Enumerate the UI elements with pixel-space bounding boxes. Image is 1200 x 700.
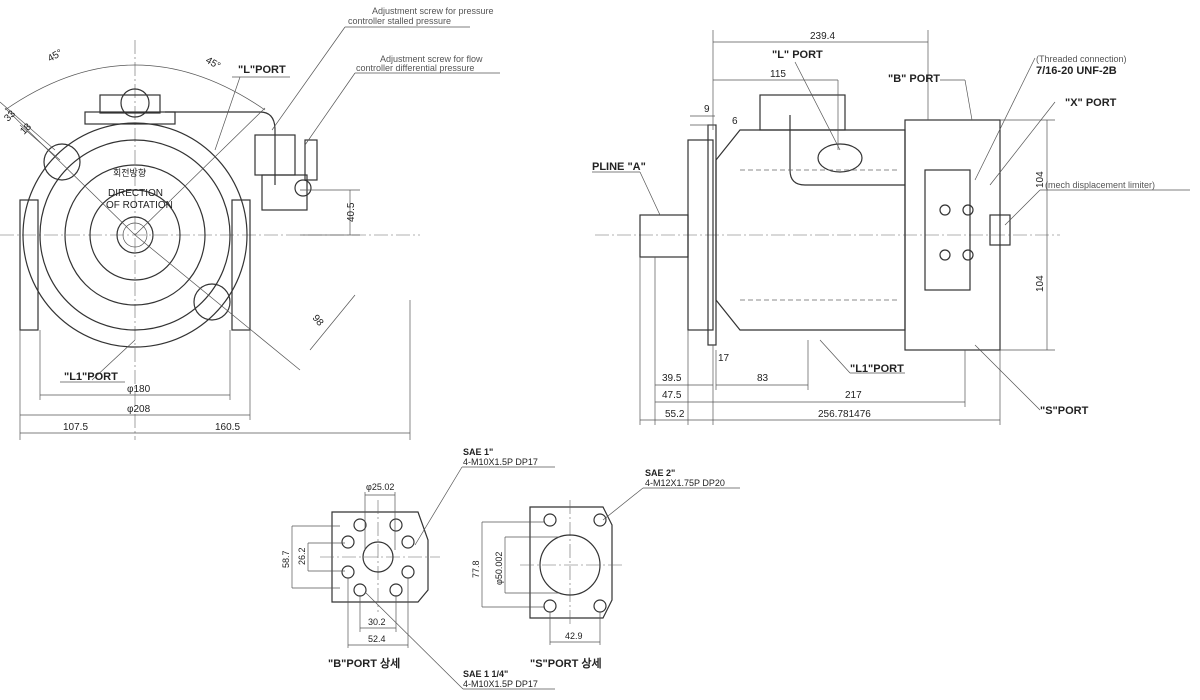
- dim-104-top: 104: [1035, 171, 1046, 188]
- dim-239-4: 239.4: [810, 31, 835, 42]
- dim-phi180: φ180: [127, 384, 151, 395]
- s-port-detail-title: "S"PORT 상세: [530, 656, 602, 670]
- dim-58-7: 58.7: [281, 550, 291, 568]
- s-sae-2: 4-M12X1.75P DP20: [645, 478, 725, 488]
- dim-77-8: 77.8: [471, 560, 481, 578]
- s-sae-1: SAE 2": [645, 468, 675, 478]
- note-flow-2: controller differential pressure: [356, 63, 474, 73]
- rotation-korean: 회전방향: [113, 167, 146, 178]
- sae-top-1: SAE 1": [463, 447, 493, 457]
- dim-217: 217: [845, 390, 862, 401]
- l1-port-side-label: "L1"PORT: [850, 363, 904, 375]
- note-pressure-1: Adjustment screw for pressure: [372, 6, 494, 16]
- dim-39-5: 39.5: [662, 373, 682, 384]
- dim-115: 115: [770, 69, 786, 80]
- note-flow-1: Adjustment screw for flow: [380, 54, 483, 64]
- s-port-detail: 77.8 φ50.002 42.9 "S"PORT 상세 SAE 2" 4-M1…: [471, 468, 740, 670]
- sae-top-2: 4-M10X1.5P DP17: [463, 457, 538, 467]
- note-pressure-2: controller stalled pressure: [348, 16, 451, 26]
- b-port-label: "B" PORT: [888, 73, 940, 85]
- dim-9: 9: [704, 104, 710, 115]
- l1-port-label: "L1"PORT: [64, 371, 118, 383]
- dim-phi25: φ25.02: [366, 482, 394, 492]
- housing-outline: [22, 122, 248, 348]
- dim-6: 6: [732, 116, 738, 127]
- dim-phi208: φ208: [127, 404, 151, 415]
- front-view: 45° 45° 33 18 "L"PORT 회전방향 DIRECTION OF …: [0, 6, 500, 440]
- x-port-label: "X" PORT: [1065, 97, 1117, 109]
- threaded-connection-2: 7/16-20 UNF-2B: [1036, 65, 1117, 77]
- dim-83: 83: [757, 373, 769, 384]
- dim-33: 33: [2, 108, 18, 124]
- pline-a-label: PLINE "A": [592, 161, 646, 173]
- s-port-side-label: "S"PORT: [1040, 405, 1089, 417]
- dim-104-bottom: 104: [1035, 275, 1046, 292]
- dim-160-5: 160.5: [215, 422, 240, 433]
- dim-17: 17: [718, 353, 730, 364]
- dim-55-2: 55.2: [665, 409, 685, 420]
- dim-52-4: 52.4: [368, 634, 386, 644]
- dim-30-2: 30.2: [368, 617, 386, 627]
- dim-26-2: 26.2: [297, 547, 307, 565]
- l-port-label: "L"PORT: [238, 64, 286, 76]
- shaft-spline: [116, 216, 154, 254]
- dim-40-5: 40.5: [346, 202, 357, 222]
- rotation-line2: OF ROTATION: [106, 200, 173, 211]
- dim-256: 256.781476: [818, 409, 871, 420]
- sae-bottom-2: 4-M10X1.5P DP17: [463, 679, 538, 689]
- dim-42-9: 42.9: [565, 631, 583, 641]
- dim-phi50: φ50.002: [494, 552, 504, 585]
- sae-bottom-1: SAE 1 1/4": [463, 669, 508, 679]
- threaded-connection-1: (Threaded connection): [1036, 54, 1127, 64]
- dim-98: 98: [310, 313, 326, 329]
- mech-limiter-note: (mech displacement limiter): [1045, 180, 1155, 190]
- dim-107-5: 107.5: [63, 422, 88, 433]
- side-view: 239.4 115 "L" PORT 9 6 PLINE "A" "B" POR…: [592, 30, 1190, 425]
- angle-right-dim: 45°: [204, 55, 223, 72]
- l-port-side-label: "L" PORT: [772, 49, 823, 61]
- dim-47-5: 47.5: [662, 390, 682, 401]
- b-port-detail-title: "B"PORT 상세: [328, 656, 400, 670]
- angle-left-dim: 45°: [46, 48, 65, 65]
- shaft: [639, 214, 689, 258]
- rotation-line1: DIRECTION: [108, 188, 163, 199]
- b-port-detail: φ25.02 58.7 26.2 30.2 52.4 "B"PORT 상세 SA…: [281, 447, 555, 690]
